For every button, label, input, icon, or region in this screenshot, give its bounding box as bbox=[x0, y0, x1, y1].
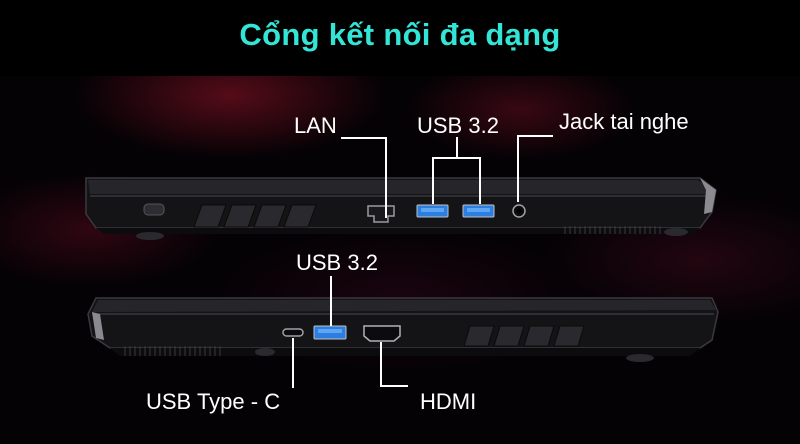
page-title: Cổng kết nối đa dạng bbox=[239, 17, 561, 52]
usb-port-icon bbox=[416, 204, 449, 218]
usb-port-icon bbox=[462, 204, 495, 218]
label-jack: Jack tai nghe bbox=[559, 109, 689, 134]
laptop-left-side bbox=[85, 177, 717, 240]
title-bar: Cổng kết nối đa dạng bbox=[0, 0, 800, 76]
usb-port-icon bbox=[313, 325, 347, 340]
label-hdmi: HDMI bbox=[420, 389, 477, 414]
lan-port-icon bbox=[367, 205, 395, 223]
label-lan: LAN bbox=[294, 113, 337, 138]
callout-lines bbox=[292, 135, 553, 388]
label-usb-bottom: USB 3.2 bbox=[296, 250, 378, 275]
laptop-right-side bbox=[87, 297, 719, 362]
audio-jack-icon bbox=[512, 204, 526, 218]
label-usb-type-c: USB Type - C bbox=[146, 389, 281, 414]
usb-c-port-icon bbox=[282, 328, 304, 337]
hdmi-port-icon bbox=[363, 325, 401, 342]
label-usb-top: USB 3.2 bbox=[417, 113, 499, 138]
